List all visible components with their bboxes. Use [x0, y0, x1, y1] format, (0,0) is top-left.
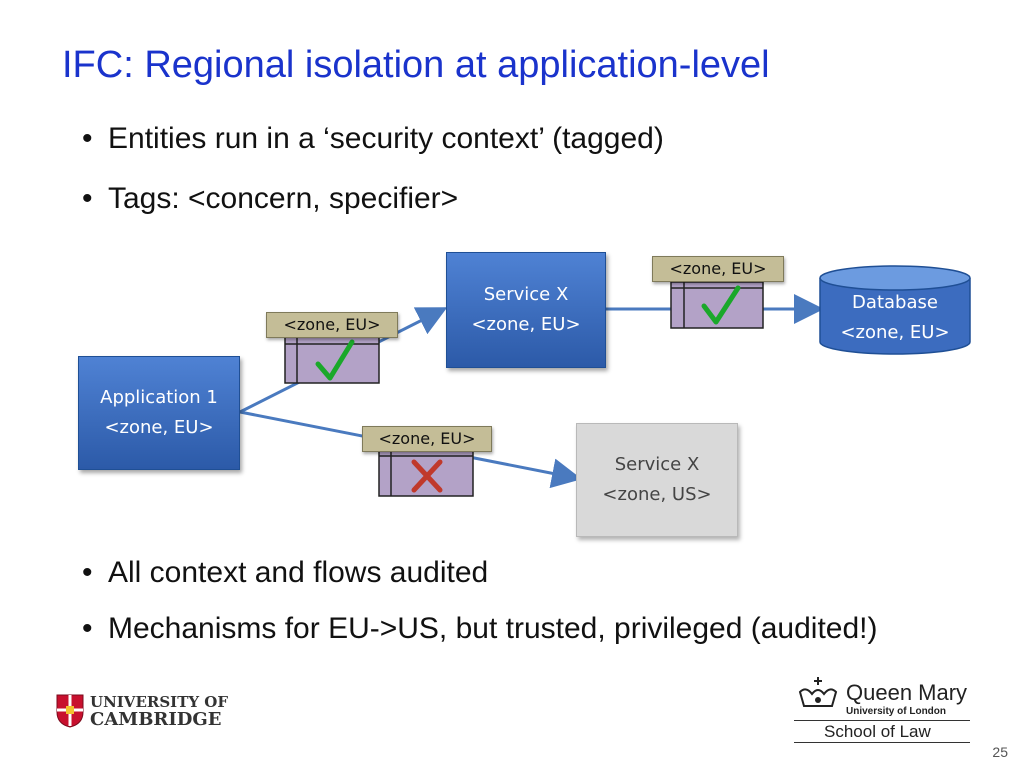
flow-tag-app-to-service: <zone, EU>: [266, 312, 398, 338]
service-us-box: Service X <zone, US>: [576, 423, 738, 537]
qmul-school: School of Law: [824, 722, 931, 741]
database-tag: <zone, EU>: [840, 322, 950, 343]
qmul-sub: University of London: [846, 706, 946, 717]
flow-tag-service-to-db: <zone, EU>: [652, 256, 784, 282]
flow-tag-app-to-us: <zone, EU>: [362, 426, 492, 452]
qmul-divider-top: [794, 720, 970, 721]
database-icon: [819, 265, 971, 355]
service-us-tag: <zone, US>: [602, 484, 712, 505]
service-eu-label: Service X: [483, 284, 569, 305]
qmul-name: Queen Mary: [846, 680, 968, 705]
bullet-glyph: •: [82, 612, 93, 645]
bullet-item: • Mechanisms for EU->US, but trusted, pri…: [82, 612, 878, 646]
cross-icon: [411, 459, 443, 493]
application-box: Application 1 <zone, EU>: [78, 356, 240, 470]
check-icon: [701, 285, 741, 325]
application-label: Application 1: [100, 387, 218, 408]
crown-icon: [798, 677, 838, 707]
cambridge-line2: CAMBRIDGE: [90, 709, 222, 730]
database-label: Database: [852, 292, 938, 313]
bullet-glyph: •: [82, 556, 93, 589]
bullet-text: Mechanisms for EU->US, but trusted, priv…: [108, 612, 878, 645]
cambridge-logo: UNIVERSITY OF CAMBRIDGE: [56, 693, 229, 730]
bullet-item: • Entities run in a ‘security context’ (t…: [82, 122, 664, 156]
slide-title: IFC: Regional isolation at application-l…: [62, 44, 770, 86]
bullet-item: • Tags: <concern, specifier>: [82, 182, 458, 216]
service-eu-box: Service X <zone, EU>: [446, 252, 606, 368]
cambridge-shield-icon: [56, 694, 84, 728]
service-eu-tag: <zone, EU>: [471, 314, 581, 335]
page-number: 25: [992, 744, 1008, 760]
bullet-glyph: •: [82, 182, 93, 215]
service-us-label: Service X: [614, 454, 700, 475]
qmul-divider-bottom: [794, 742, 970, 743]
bullet-text: All context and flows audited: [108, 556, 489, 589]
database-box: Database <zone, EU>: [820, 286, 970, 350]
application-tag: <zone, EU>: [104, 417, 214, 438]
bullet-glyph: •: [82, 122, 93, 155]
bullet-item: • All context and flows audited: [82, 556, 488, 590]
check-icon: [315, 339, 355, 381]
bullet-text: Tags: <concern, specifier>: [108, 182, 459, 215]
bullet-text: Entities run in a ‘security context’ (ta…: [108, 122, 664, 155]
cambridge-line1: UNIVERSITY OF: [90, 693, 229, 711]
